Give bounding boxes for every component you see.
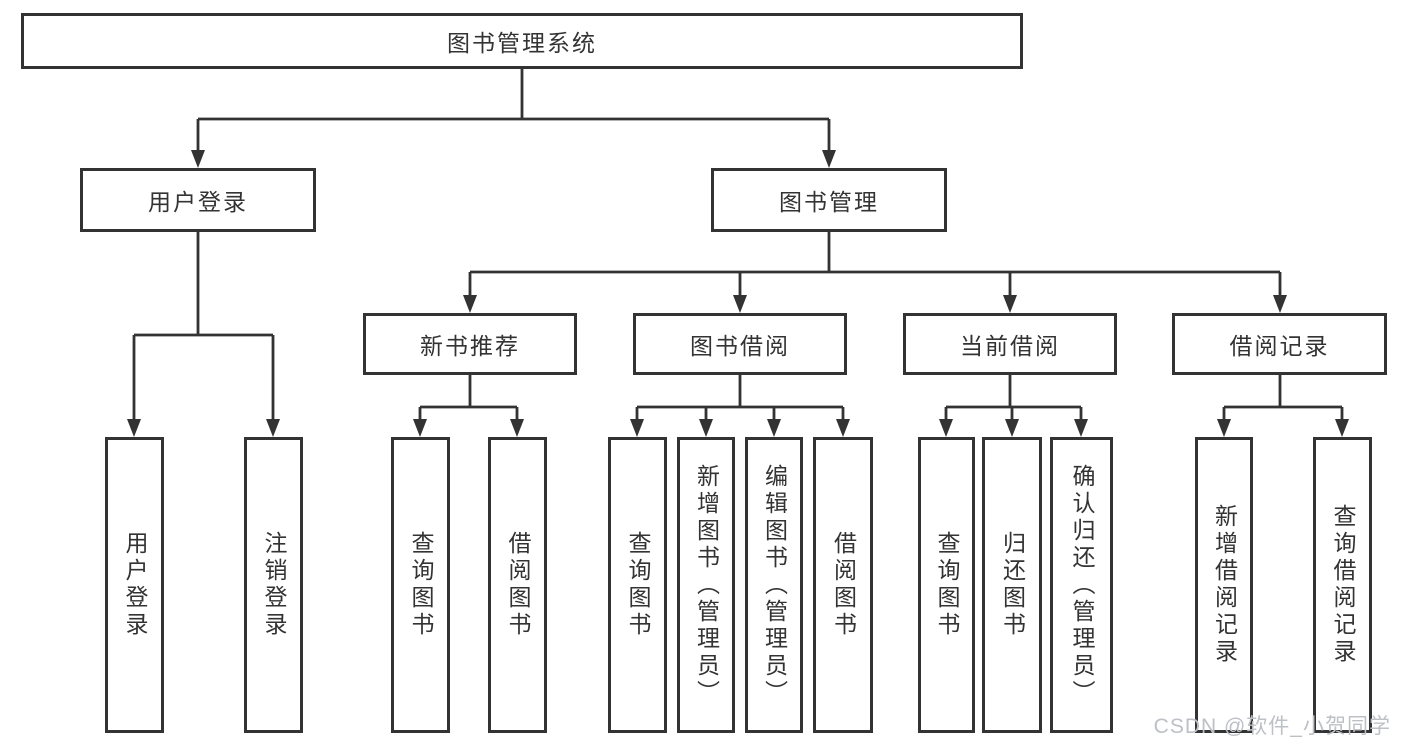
leaf-return-books: 归还图书	[982, 437, 1042, 733]
node-root: 图书管理系统	[21, 13, 1023, 69]
node-user-login: 用户登录	[80, 168, 316, 232]
leaf-label: 编辑图书（管理员）	[761, 463, 788, 707]
leaf-label: 查询借阅记录	[1330, 504, 1356, 666]
node-book-management: 图书管理	[711, 168, 947, 232]
leaf-label: 用户登录	[122, 531, 148, 639]
leaf-user-login: 用户登录	[105, 437, 164, 733]
leaf-label: 新增借阅记录	[1211, 504, 1238, 666]
watermark: CSDN @软件_小贺同学	[1153, 715, 1391, 738]
node-borrow-records: 借阅记录	[1172, 313, 1387, 375]
leaf-add-books-admin: 新增图书（管理员）	[677, 437, 735, 733]
node-new-book-recommend: 新书推荐	[363, 313, 577, 375]
leaf-query-books-recommend: 查询图书	[391, 437, 450, 733]
node-current-borrow: 当前借阅	[903, 313, 1117, 375]
connector-lines	[132, 68, 1344, 419]
leaf-borrow-books: 借阅图书	[813, 437, 873, 733]
leaf-label: 查询图书	[934, 531, 960, 639]
leaf-add-borrow-record: 新增借阅记录	[1195, 437, 1253, 733]
leaf-label: 查询图书	[625, 531, 651, 639]
leaf-edit-books-admin: 编辑图书（管理员）	[745, 437, 803, 733]
node-book-borrow: 图书借阅	[633, 313, 847, 375]
leaf-label: 新增图书（管理员）	[693, 463, 720, 707]
leaf-label: 借阅图书	[505, 531, 531, 639]
leaf-confirm-return-admin: 确认归还（管理员）	[1050, 437, 1113, 733]
leaf-query-books-current: 查询图书	[918, 437, 975, 733]
leaf-label: 查询图书	[408, 531, 434, 639]
leaf-borrow-books-recommend: 借阅图书	[488, 437, 547, 733]
leaf-query-books-borrow: 查询图书	[608, 437, 667, 733]
leaf-logout: 注销登录	[244, 437, 303, 733]
leaf-label: 借阅图书	[830, 531, 857, 639]
leaf-label: 注销登录	[261, 531, 287, 639]
leaf-query-borrow-record: 查询借阅记录	[1313, 437, 1372, 733]
leaf-label: 确认归还（管理员）	[1069, 463, 1095, 707]
leaf-label: 归还图书	[999, 531, 1026, 639]
